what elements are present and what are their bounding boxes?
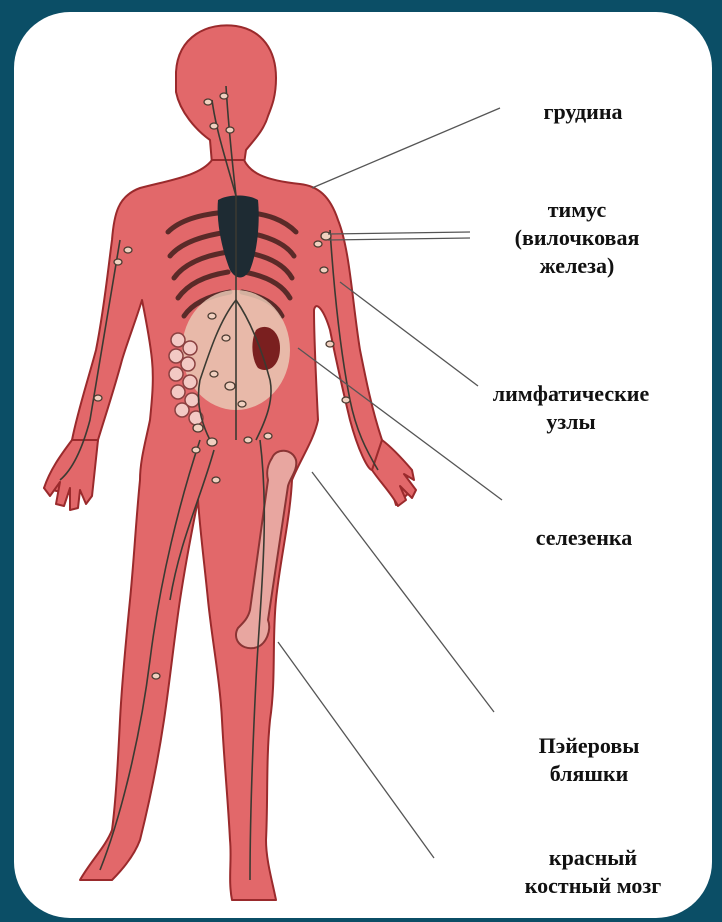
label-lymph-nodes: лимфатические узлы <box>456 380 686 436</box>
leader-sternum <box>312 108 500 188</box>
leader-marrow <box>278 642 434 858</box>
spleen-organ <box>252 327 280 370</box>
label-spleen-line: селезенка <box>484 524 684 552</box>
label-peyer: Пэйеровы бляшки <box>494 732 684 788</box>
label-peyer-line1: Пэйеровы <box>494 732 684 760</box>
label-thymus-line2: (вилочковая <box>482 224 672 252</box>
leader-thymus-1 <box>328 232 470 234</box>
label-sternum: грудина <box>508 98 658 126</box>
label-marrow-line2: костный мозг <box>488 872 698 900</box>
label-thymus-line1: тимус <box>482 196 672 224</box>
label-spleen: селезенка <box>484 524 684 552</box>
label-marrow: красный костный мозг <box>488 844 698 900</box>
leader-thymus-2 <box>328 238 470 240</box>
label-lymph-nodes-line1: лимфатические <box>456 380 686 408</box>
right-hand <box>372 440 416 506</box>
label-lymph-nodes-line2: узлы <box>456 408 686 436</box>
label-thymus: тимус (вилочковая железа) <box>482 196 672 280</box>
diagram-panel: грудина тимус (вилочковая железа) лимфат… <box>14 12 712 918</box>
body-silhouette <box>44 25 416 900</box>
label-peyer-line2: бляшки <box>494 760 684 788</box>
left-hand <box>44 440 98 510</box>
label-thymus-line3: железа) <box>482 252 672 280</box>
leader-peyer <box>312 472 494 712</box>
label-marrow-line1: красный <box>488 844 698 872</box>
label-sternum-line: грудина <box>508 98 658 126</box>
